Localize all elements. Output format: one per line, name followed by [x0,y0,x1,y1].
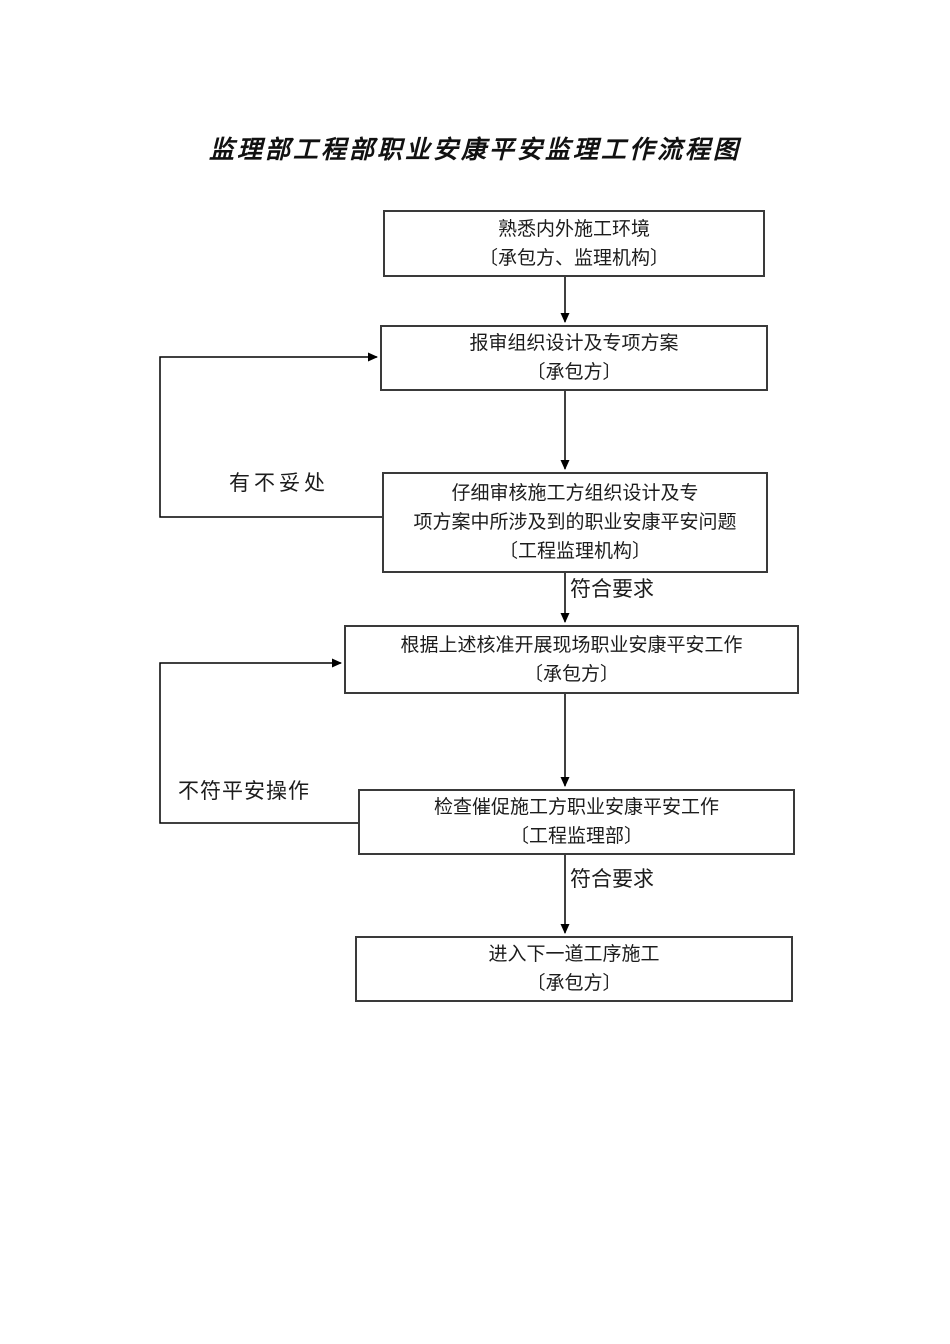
edge-label-unsafe-operation: 不符平安操作 [178,779,310,803]
edge-label-meets-requirements-2: 符合要求 [570,867,654,891]
flow-node-subtext: 〔承包方〕 [526,972,622,994]
edge-label-has-issues: 有不妥处 [229,471,329,495]
flow-node-subtext: 〔工程监理部〕 [509,825,643,847]
flow-node-familiarize-environment: 熟悉内外施工环境 〔承包方、监理机构〕 [383,210,765,277]
flow-node-subtext: 〔承包方〕 [523,662,619,685]
flow-node-subtext: 〔工程监理机构〕 [498,540,651,562]
flow-node-review-design-plan: 仔细审核施工方组织设计及专 项方案中所涉及到的职业安康平安问题 〔工程监理机构〕 [382,472,768,573]
edge-label-meets-requirements-1: 符合要求 [570,577,654,601]
flow-node-next-process: 进入下一道工序施工 〔承包方〕 [355,936,793,1002]
page-title: 监理部工程部职业安康平安监理工作流程图 [208,135,741,164]
flow-node-text: 报审组织设计及专项方案 [469,332,679,354]
flow-node-inspect-supervise-work: 检查催促施工方职业安康平安工作 〔工程监理部〕 [358,789,795,855]
flow-node-subtext: 〔承包方、监理机构〕 [478,246,669,269]
flow-node-text: 检查催促施工方职业安康平安工作 [433,796,719,818]
flow-node-text: 熟悉内外施工环境 [497,217,650,240]
flow-node-text: 项方案中所涉及到的职业安康平安问题 [413,511,737,533]
flow-node-carry-out-site-work: 根据上述核准开展现场职业安康平安工作 〔承包方〕 [344,625,799,694]
flow-node-subtext: 〔承包方〕 [526,361,622,383]
flow-node-text: 仔细审核施工方组织设计及专 [451,482,699,504]
flow-node-submit-design-plan: 报审组织设计及专项方案 〔承包方〕 [380,325,768,391]
flow-node-text: 进入下一道工序施工 [488,943,660,965]
flow-node-text: 根据上述核准开展现场职业安康平安工作 [400,633,743,656]
